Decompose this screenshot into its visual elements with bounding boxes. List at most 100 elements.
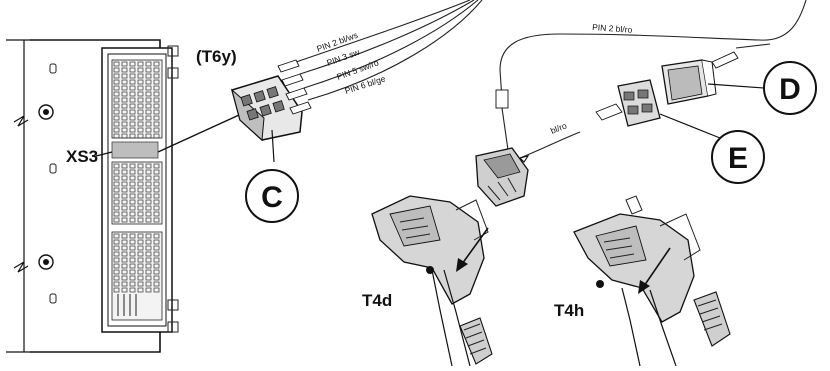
connector-pin [113,163,120,169]
connector-pin [113,67,120,73]
connector-pin [153,85,160,91]
connector-pin [153,275,160,281]
connector-pin [121,211,128,217]
connector-pin [137,263,144,269]
connector-pin [153,163,160,169]
connector-pin [137,251,144,257]
connector-pin [113,193,120,199]
connector-pin [137,205,144,211]
connector-pin [153,187,160,193]
connector-pin [121,275,128,281]
connector-pin [129,193,136,199]
connector-pin [121,205,128,211]
connector-pin [145,85,152,91]
connector-pin [137,193,144,199]
connector-pin [121,245,128,251]
arrow-t4d-icon [461,227,489,265]
connector-pin [121,67,128,73]
connector-pin [113,233,120,239]
connector-pin [145,169,152,175]
connector-pin [129,91,136,97]
ecu-connector-block [101,45,179,333]
connector-pin [153,257,160,263]
t4d-label: T4d [362,291,392,310]
callout-d: D [763,61,817,115]
connector-pin [129,275,136,281]
connector-pin [137,245,144,251]
connector-pin [121,287,128,293]
connector-pin [113,115,120,121]
connector-pin [129,187,136,193]
connector-pin [153,263,160,269]
connector-pin [145,127,152,133]
connector-pin [129,169,136,175]
connector-pin [137,121,144,127]
connector-pin [129,233,136,239]
connector-pin [153,175,160,181]
connector-pin [137,199,144,205]
connector-pin [153,115,160,121]
connector-pin [113,181,120,187]
connector-pin [113,121,120,127]
connector-pin [145,91,152,97]
callout-e-letter: E [728,142,748,175]
connector-pin [129,251,136,257]
callout-c: C [245,169,299,223]
connector-pin [113,217,120,223]
connector-pin [113,245,120,251]
connector-pin [137,175,144,181]
connector-pin [113,79,120,85]
connector-pin [129,127,136,133]
connector-pin [121,97,128,103]
connector-pin [145,193,152,199]
connector-d [661,51,739,105]
connector-pin [153,217,160,223]
connector-pin [129,73,136,79]
connector-pin [145,281,152,287]
connector-pin [137,73,144,79]
connector-pin [129,211,136,217]
connector-pin [137,109,144,115]
connector-pin [137,97,144,103]
connector-pin [153,269,160,275]
connector-pin [153,121,160,127]
wire-bundle [277,0,483,115]
connector-pin [145,67,152,73]
connector-pin [129,133,136,139]
connector-pin [121,251,128,257]
connector-pin [153,133,160,139]
connector-pin [153,193,160,199]
callout-e: E [711,130,765,184]
connector-pin [113,275,120,281]
connector-pin [121,115,128,121]
connector-pin [121,121,128,127]
connector-pin [129,97,136,103]
connector-pin [145,199,152,205]
connector-pin [137,269,144,275]
connector-pin [113,85,120,91]
t6y-connector [231,75,303,142]
connector-pin [153,91,160,97]
connector-pin [121,85,128,91]
connector-pin [113,187,120,193]
connector-pin [137,85,144,91]
connector-pin [137,169,144,175]
pedal-assembly-t4h [573,195,731,367]
connector-pin [121,79,128,85]
callout-c-letter: C [261,181,283,214]
connector-pin [145,269,152,275]
connector-pin [121,91,128,97]
connector-pin [145,61,152,67]
connector-pin [153,127,160,133]
connector-pin [113,239,120,245]
connector-pin [137,187,144,193]
t6y-label: (T6y) [196,47,237,66]
xs3-label: XS3 [66,147,98,166]
connector-pin [145,287,152,293]
connector-pin [129,103,136,109]
connector-pin [145,121,152,127]
connector-pin [113,127,120,133]
connector-pin [113,287,120,293]
connector-pin [121,127,128,133]
connector-pin [113,281,120,287]
